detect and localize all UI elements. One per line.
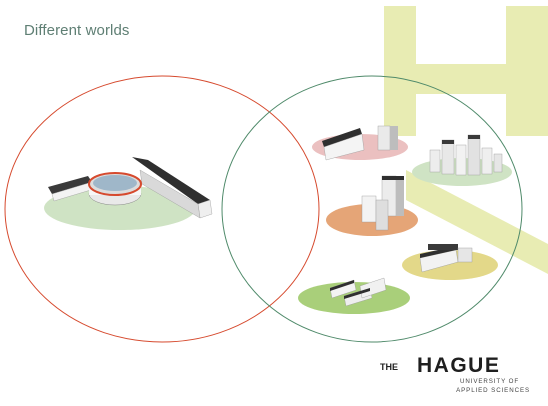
building-cluster-yellow	[402, 244, 498, 280]
slide-title: Different worlds	[24, 22, 130, 39]
building-cluster-orange	[326, 175, 418, 236]
logo-name: HAGUE	[417, 354, 501, 377]
building-cluster-green	[412, 134, 512, 186]
left-world-circle	[4, 75, 320, 343]
background-accent-shape	[384, 6, 548, 274]
single-building-world	[44, 157, 213, 230]
right-world-circle	[221, 75, 523, 343]
logo-line-2: APPLIED SCIENCES	[456, 387, 530, 394]
building-cluster-lime	[298, 277, 410, 314]
building-cluster-pink	[312, 125, 408, 161]
logo-line-1: UNIVERSITY OF	[459, 378, 519, 385]
logo-prefix: THE	[380, 362, 398, 372]
university-logo: THE HAGUE UNIVERSITY OF APPLIED SCIENCES	[380, 354, 530, 400]
